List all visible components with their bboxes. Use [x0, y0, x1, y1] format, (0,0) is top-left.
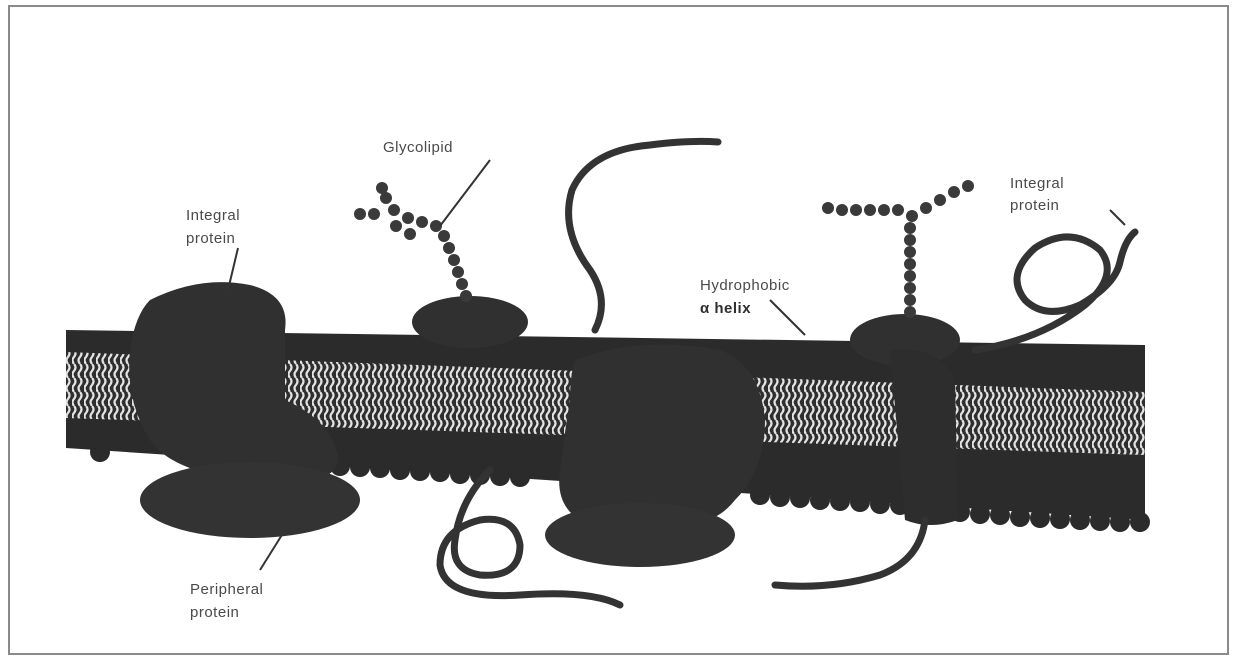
label-peripheral-2: protein	[190, 604, 239, 621]
label-peripheral-1: Peripheral	[190, 581, 263, 598]
integral-protein-coil	[975, 232, 1135, 350]
label-integral-protein-left-2: protein	[186, 230, 235, 247]
peripheral-protein	[140, 462, 360, 538]
label-glycolipid: Glycolipid	[383, 139, 453, 156]
integral-protein-center	[559, 344, 765, 520]
label-hydrophobic-1: Hydrophobic	[700, 277, 790, 294]
label-integral-protein-left-1: Integral	[186, 207, 240, 224]
glycoprotein-chain	[822, 180, 974, 318]
protein-strand-bottom-right	[775, 520, 925, 586]
label-integral-protein-right-1: Integral	[1010, 175, 1064, 192]
glycolipid-chain	[354, 182, 472, 302]
label-hydrophobic-2: α helix	[700, 300, 751, 317]
protein-lower-lobe	[545, 503, 735, 567]
label-integral-protein-right-2: protein	[1010, 197, 1059, 214]
protein-strand-top	[569, 141, 718, 330]
glycolipid-head	[412, 296, 528, 348]
